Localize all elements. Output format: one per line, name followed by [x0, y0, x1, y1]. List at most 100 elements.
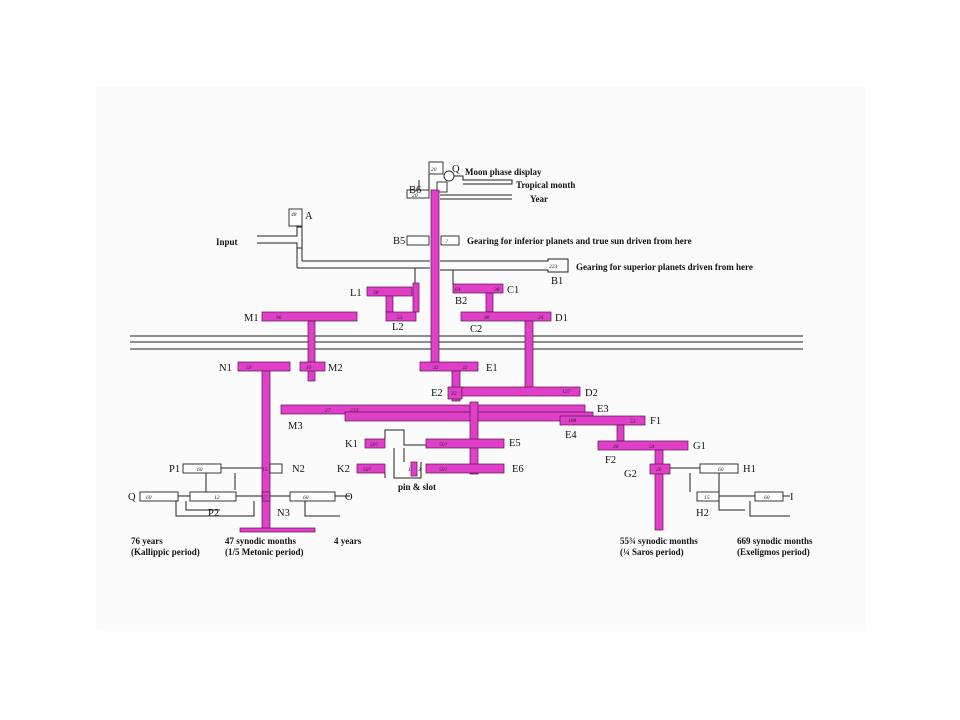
gear-label-b6: B6: [409, 185, 421, 196]
teeth-h2: 15: [704, 495, 710, 501]
teeth-f2: 30: [612, 444, 619, 450]
teeth-l2: 53: [397, 315, 403, 321]
gear-labels: Q B6 A B5 B1 L1 L2 B2 C1 C2 D1 M1 N1 M2 …: [128, 164, 794, 519]
teeth-pin2: 3: [417, 467, 421, 473]
label-moon-phase: Moon phase display: [465, 167, 542, 177]
gear-label-a: A: [305, 211, 313, 222]
teeth-g1: 54: [649, 443, 655, 450]
teeth-c1: 38: [493, 287, 500, 293]
teeth-e3: 223: [350, 408, 359, 414]
teeth-pin1: 1: [408, 467, 411, 473]
teeth-d1: 24: [538, 314, 544, 321]
gear-label-h1: H1: [743, 464, 756, 475]
label-four-years: 4 years: [334, 536, 362, 546]
gear-label-c1: C1: [507, 285, 519, 296]
gear-label-d2: D2: [585, 388, 598, 399]
gear-label-q: Q: [452, 164, 460, 175]
label-tropical-month: Tropical month: [516, 180, 575, 190]
teeth-m3: 27: [325, 408, 331, 414]
gear-label-l1: L1: [350, 288, 362, 299]
gear-label-g2: G2: [624, 469, 637, 480]
teeth-e6: 50?: [439, 467, 448, 473]
teeth-k2: 50?: [363, 467, 372, 473]
teeth-e4: 188: [568, 418, 577, 424]
gear-label-g1: G1: [693, 441, 706, 452]
frame-plates: [130, 335, 803, 350]
gear-label-q-lower: Q: [128, 492, 136, 503]
teeth-o: 60: [303, 495, 309, 501]
gear-label-o: O: [345, 492, 353, 503]
label-saros-2: (¼ Saros period): [620, 547, 684, 557]
gear-label-m3: M3: [288, 421, 303, 432]
teeth-e5: 50?: [439, 442, 448, 448]
teeth-d2: 127: [562, 389, 571, 395]
teeth-e1: 32: [432, 365, 439, 371]
gear-label-e1: E1: [486, 363, 498, 374]
teeth-f1: 53: [630, 419, 636, 425]
gear-label-l2: L2: [392, 322, 404, 333]
gear-label-b2: B2: [455, 296, 467, 307]
teeth-m1: 96: [276, 315, 282, 321]
gear-label-k2: K2: [337, 464, 350, 475]
gear-label-b1: B1: [551, 276, 563, 287]
output-labels: Moon phase display Tropical month Year I…: [131, 167, 813, 557]
label-inferior: Gearing for inferior planets and true su…: [467, 236, 692, 246]
label-input: Input: [216, 237, 238, 247]
label-exeligmos-2: (Exeligmos period): [737, 547, 810, 557]
gear-label-d1: D1: [555, 313, 568, 324]
gear-label-n2: N2: [292, 464, 305, 475]
gear-label-e3: E3: [597, 404, 609, 415]
label-year: Year: [530, 194, 548, 204]
teeth-c2: 48: [484, 314, 490, 321]
gear-label-m1: M1: [244, 313, 259, 324]
teeth-i: 60: [764, 495, 770, 501]
moon-phase-assembly: [406, 161, 513, 200]
teeth-l1: 38: [372, 290, 379, 296]
label-exeligmos-1: 669 synodic months: [737, 536, 813, 546]
label-metonic-2: (1/5 Metonic period): [225, 547, 303, 557]
label-kallippic-2: (Kallippic period): [131, 547, 200, 557]
teeth-e2: 32: [461, 365, 468, 371]
teeth-m2: 15: [306, 365, 312, 371]
teeth-h1: 60: [718, 467, 724, 473]
driven-gear-train: [237, 189, 689, 533]
gear-label-c2: C2: [470, 324, 482, 335]
gear-label-f1: F1: [650, 416, 661, 427]
gear-label-e6: E6: [512, 464, 524, 475]
gear-label-i: I: [790, 492, 794, 503]
output-gear-train: [139, 429, 790, 517]
teeth-counts: 20 20 48 ? 223 38 53 64 38 48 24 96 53 1…: [146, 167, 770, 501]
teeth-p2: 12: [214, 495, 220, 501]
gear-label-h2: H2: [696, 508, 709, 519]
teeth-g2: 20: [656, 467, 662, 473]
teeth-n1: 53: [246, 365, 252, 371]
drive-lines: [257, 208, 569, 285]
gear-label-b5: B5: [393, 236, 405, 247]
teeth-p1: 60: [197, 467, 203, 473]
diagram-sheet: [97, 88, 864, 630]
teeth-a: 48: [291, 211, 297, 218]
label-kallippic-1: 76 years: [131, 536, 163, 546]
label-saros-1: 55¾ synodic months: [620, 536, 698, 546]
gear-label-m2: M2: [328, 363, 343, 374]
label-superior: Gearing for superior planets driven from…: [576, 262, 753, 272]
teeth-e2b: 32: [450, 391, 457, 397]
gear-label-n3: N3: [277, 508, 290, 519]
teeth-n2: 15: [262, 467, 268, 473]
teeth-b6: 20: [412, 193, 418, 199]
gear-label-e4: E4: [565, 430, 577, 441]
label-pin-slot: pin & slot: [398, 482, 436, 492]
teeth-b2: 64: [455, 286, 461, 293]
teeth-q: 20: [431, 167, 437, 173]
teeth-b1: 223: [549, 264, 558, 270]
teeth-k1: 50?: [370, 442, 379, 448]
gear-label-p2: P2: [208, 508, 219, 519]
gear-label-e2: E2: [431, 388, 443, 399]
gear-label-n1: N1: [219, 363, 232, 374]
teeth-b5: ?: [445, 239, 448, 245]
gear-label-p1: P1: [169, 464, 180, 475]
teeth-n3: 57: [262, 495, 268, 501]
gear-label-e5: E5: [509, 438, 521, 449]
gear-label-f2: F2: [605, 455, 616, 466]
